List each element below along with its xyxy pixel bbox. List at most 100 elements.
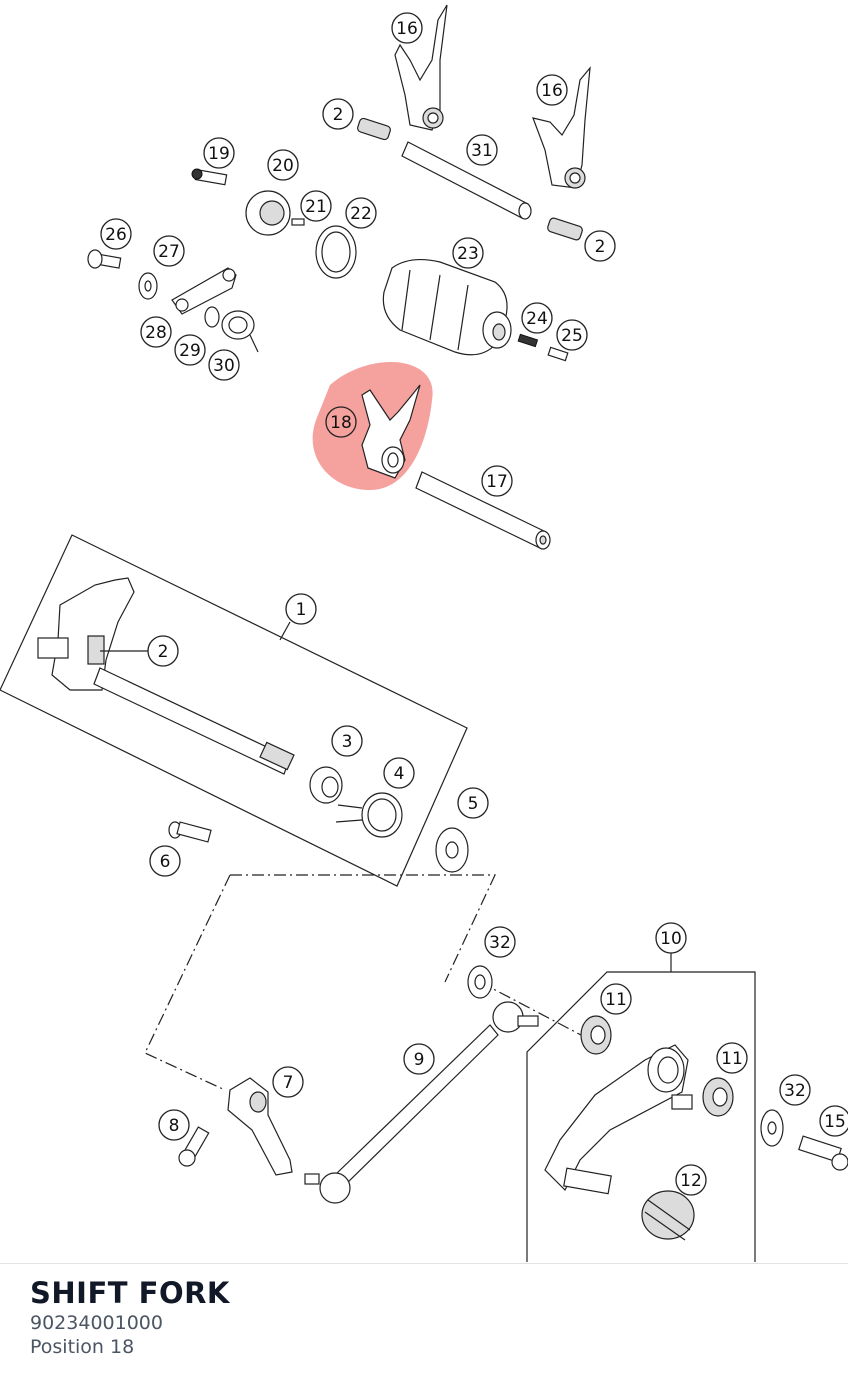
exploded-parts-diagram: 1616231219202122262723242528293018171234… xyxy=(0,4,848,1262)
callout-6[interactable]: 6 xyxy=(149,845,181,877)
callout-circle[interactable] xyxy=(457,787,489,819)
callout-16[interactable]: 16 xyxy=(536,74,568,106)
callout-16[interactable]: 16 xyxy=(391,12,423,44)
divider xyxy=(0,1263,848,1264)
callout-circle[interactable] xyxy=(345,197,377,229)
callout-circle[interactable] xyxy=(325,406,357,438)
shift-fork-16-right xyxy=(532,66,591,189)
callout-label: 6 xyxy=(160,852,171,872)
callout-30[interactable]: 30 xyxy=(208,349,240,381)
callout-circle[interactable] xyxy=(819,1105,848,1137)
callout-circle[interactable] xyxy=(267,149,299,181)
callout-circle[interactable] xyxy=(331,725,363,757)
pin-25 xyxy=(547,346,569,362)
callout-2[interactable]: 2 xyxy=(322,98,354,130)
callout-label: 31 xyxy=(471,141,493,161)
callout-circle[interactable] xyxy=(403,1043,435,1075)
callout-circle[interactable] xyxy=(655,922,687,954)
callout-label: 30 xyxy=(213,356,235,376)
shift-drum-23 xyxy=(382,258,512,356)
callout-label: 2 xyxy=(158,642,169,662)
callout-label: 16 xyxy=(396,19,418,39)
callout-circle[interactable] xyxy=(481,465,513,497)
callout-21[interactable]: 21 xyxy=(300,190,332,222)
leader-lines xyxy=(100,621,672,972)
callout-label: 5 xyxy=(468,794,479,814)
callout-circle[interactable] xyxy=(484,926,516,958)
callout-26[interactable]: 26 xyxy=(100,218,132,250)
callout-circle[interactable] xyxy=(536,74,568,106)
callout-24[interactable]: 24 xyxy=(521,302,553,334)
callout-18[interactable]: 18 xyxy=(325,406,357,438)
callout-label: 1 xyxy=(296,600,307,620)
part-position: Position 18 xyxy=(30,1336,135,1358)
callout-label: 24 xyxy=(526,309,548,329)
callout-1[interactable]: 1 xyxy=(285,593,317,625)
callout-circle[interactable] xyxy=(149,845,181,877)
callout-label: 21 xyxy=(305,197,327,217)
callout-circle[interactable] xyxy=(383,757,415,789)
callout-4[interactable]: 4 xyxy=(383,757,415,789)
callout-circle[interactable] xyxy=(600,983,632,1015)
callout-circle[interactable] xyxy=(779,1074,811,1106)
callout-label: 18 xyxy=(330,413,352,433)
bolt-6 xyxy=(168,821,212,843)
callout-circle[interactable] xyxy=(158,1109,190,1141)
callout-circle[interactable] xyxy=(300,190,332,222)
washer-5 xyxy=(435,827,469,873)
callout-circle[interactable] xyxy=(322,98,354,130)
callout-circle[interactable] xyxy=(147,635,179,667)
callout-25[interactable]: 25 xyxy=(556,319,588,351)
callout-17[interactable]: 17 xyxy=(481,465,513,497)
callout-15[interactable]: 15 xyxy=(819,1105,848,1137)
callout-circle[interactable] xyxy=(556,319,588,351)
callout-label: 11 xyxy=(721,1049,743,1069)
callout-circle[interactable] xyxy=(153,235,185,267)
callout-circle[interactable] xyxy=(452,237,484,269)
callout-32[interactable]: 32 xyxy=(484,926,516,958)
callout-circle[interactable] xyxy=(584,230,616,262)
callout-circle[interactable] xyxy=(675,1164,707,1196)
callout-circle[interactable] xyxy=(100,218,132,250)
callout-29[interactable]: 29 xyxy=(174,334,206,366)
callout-circle[interactable] xyxy=(208,349,240,381)
callout-7[interactable]: 7 xyxy=(272,1066,304,1098)
dash-line-left xyxy=(144,874,496,1091)
callout-circle[interactable] xyxy=(272,1066,304,1098)
callout-2[interactable]: 2 xyxy=(147,635,179,667)
callout-label: 12 xyxy=(680,1171,702,1191)
callout-20[interactable]: 20 xyxy=(267,149,299,181)
callout-31[interactable]: 31 xyxy=(466,134,498,166)
callout-23[interactable]: 23 xyxy=(452,237,484,269)
callout-5[interactable]: 5 xyxy=(457,787,489,819)
callout-circle[interactable] xyxy=(140,316,172,348)
group-box-10 xyxy=(526,971,756,1262)
callout-28[interactable]: 28 xyxy=(140,316,172,348)
callout-3[interactable]: 3 xyxy=(331,725,363,757)
part-number: 90234001000 xyxy=(30,1312,163,1334)
bearing-11-right xyxy=(702,1077,734,1117)
callout-circle[interactable] xyxy=(174,334,206,366)
callout-22[interactable]: 22 xyxy=(345,197,377,229)
callout-circle[interactable] xyxy=(285,593,317,625)
callout-19[interactable]: 19 xyxy=(203,137,235,169)
callout-label: 8 xyxy=(169,1116,180,1136)
callout-11[interactable]: 11 xyxy=(716,1042,748,1074)
callout-11[interactable]: 11 xyxy=(600,983,632,1015)
callout-label: 22 xyxy=(350,204,372,224)
spring-4 xyxy=(335,792,403,838)
shaft-17 xyxy=(415,471,551,550)
callout-8[interactable]: 8 xyxy=(158,1109,190,1141)
callout-circle[interactable] xyxy=(716,1042,748,1074)
callout-circle[interactable] xyxy=(203,137,235,169)
callout-12[interactable]: 12 xyxy=(675,1164,707,1196)
callout-circle[interactable] xyxy=(391,12,423,44)
callout-27[interactable]: 27 xyxy=(153,235,185,267)
callout-10[interactable]: 10 xyxy=(655,922,687,954)
callout-2[interactable]: 2 xyxy=(584,230,616,262)
callout-circle[interactable] xyxy=(466,134,498,166)
callout-9[interactable]: 9 xyxy=(403,1043,435,1075)
callout-circle[interactable] xyxy=(521,302,553,334)
callout-32[interactable]: 32 xyxy=(779,1074,811,1106)
callout-label: 3 xyxy=(342,732,353,752)
